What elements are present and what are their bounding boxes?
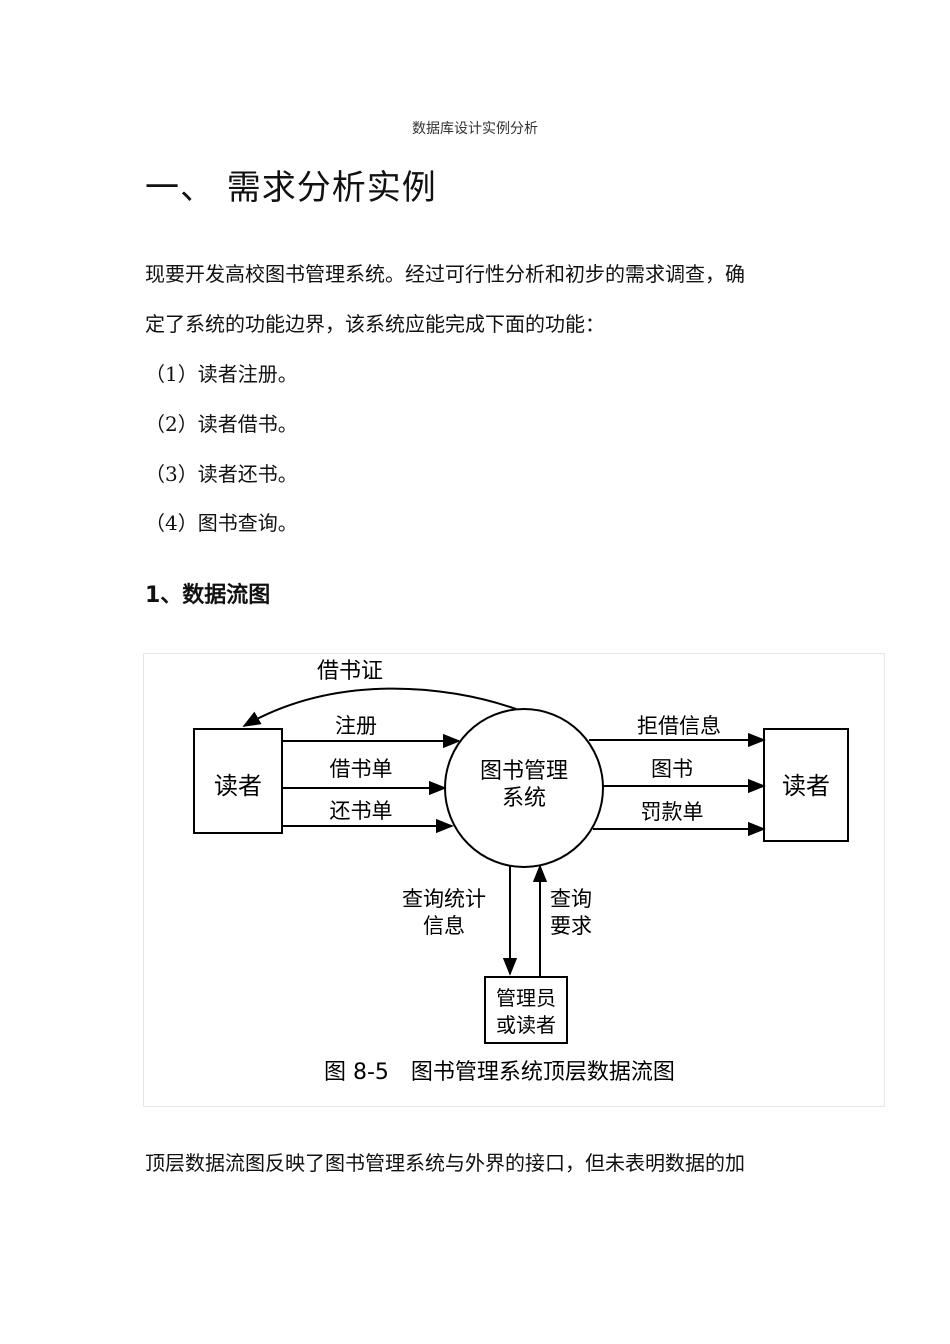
flow-stats-label-line-2: 信息 (423, 914, 465, 938)
bottom-entity-line-2: 或读者 (496, 1013, 556, 1037)
flow-book-label: 图书 (651, 757, 693, 781)
data-flow-figure: 读者 读者 图书管理 系统 管理员 或读者 借书证 注册 借书单 还书单 拒借信… (143, 653, 885, 1107)
bottom-entity-box (484, 976, 568, 1044)
right-entity-label: 读者 (782, 772, 830, 800)
function-item-1: （1）读者注册。 (145, 362, 298, 386)
data-flow-diagram: 读者 读者 图书管理 系统 管理员 或读者 借书证 注册 借书单 还书单 拒借信… (193, 659, 849, 1085)
left-entity-label: 读者 (214, 772, 262, 800)
flow-card-arrow (242, 687, 517, 727)
running-title: 数据库设计实例分析 (412, 121, 538, 137)
intro-line-1: 现要开发高校图书管理系统。经过可行性分析和初步的需求调查，确 (145, 262, 745, 286)
intro-line-2: 定了系统的功能边界，该系统应能完成下面的功能： (145, 312, 605, 336)
function-item-4: （4）图书查询。 (145, 511, 298, 535)
process-label-line-1: 图书管理 (480, 759, 568, 784)
flow-query-label-line-1: 查询 (550, 887, 592, 911)
flow-borrow-label: 借书单 (330, 757, 393, 781)
right-entity-box (763, 728, 849, 842)
bottom-entity-line-1: 管理员 (496, 986, 556, 1010)
process-label-line-2: 系统 (502, 786, 546, 811)
section-title: 一、 需求分析实例 (145, 168, 437, 208)
function-item-2: （2）读者借书。 (145, 412, 298, 436)
flow-stats-label-line-1: 查询统计 (402, 887, 486, 911)
flow-return-label: 还书单 (330, 799, 393, 823)
after-figure-line-1: 顶层数据流图反映了图书管理系统与外界的接口，但未表明数据的加 (145, 1151, 745, 1175)
figure-caption: 图 8-5 图书管理系统顶层数据流图 (324, 1060, 675, 1085)
flow-card-label: 借书证 (317, 659, 383, 684)
function-item-3: （3）读者还书。 (145, 462, 298, 486)
flow-query-label-line-2: 要求 (550, 914, 592, 938)
subsection-title: 1、数据流图 (145, 583, 271, 608)
flow-refuse-label: 拒借信息 (637, 714, 721, 738)
flow-fine-label: 罚款单 (641, 800, 704, 824)
left-entity-box (193, 728, 283, 834)
flow-register-label: 注册 (335, 714, 377, 738)
